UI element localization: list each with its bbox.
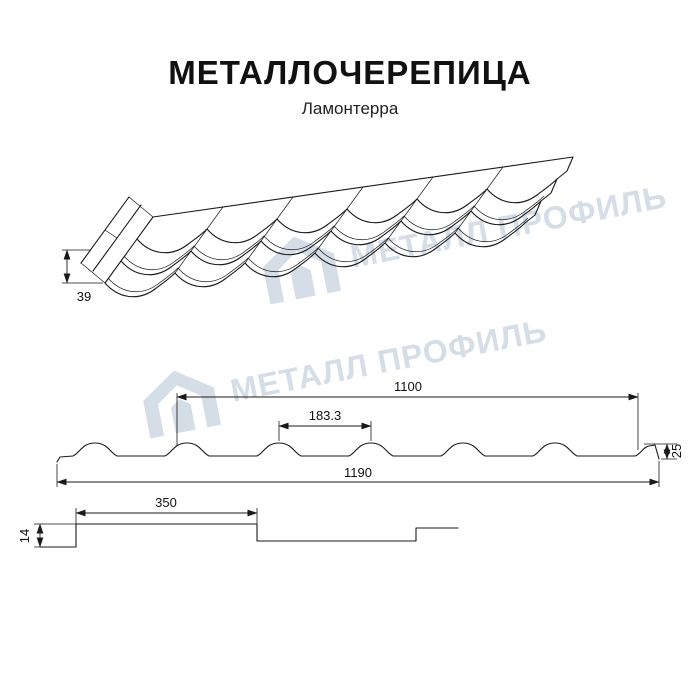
sheet-right-edge xyxy=(524,156,574,224)
cross-section-view: 1100 183.3 1190 25 xyxy=(56,379,684,487)
tile-row-edge-middle-inner xyxy=(123,195,545,270)
dim-module-label: 350 xyxy=(155,495,177,510)
eave-strip xyxy=(80,196,154,284)
page-subtitle: Ламонтерра xyxy=(302,99,399,118)
dim-height-label: 25 xyxy=(669,444,684,458)
dim-wavestep-extension-lines xyxy=(278,421,372,441)
profile-outline xyxy=(56,442,660,463)
wave-crest-lines xyxy=(174,166,504,274)
metall-profil-logo-icon xyxy=(143,370,222,439)
dim-step-label: 14 xyxy=(17,529,32,543)
dim-eave-height: 39 xyxy=(62,249,103,304)
dim-step-height: 14 xyxy=(17,523,76,548)
dim-fullwidth-label: 1190 xyxy=(344,465,372,480)
dim-cover-label: 1100 xyxy=(394,379,422,394)
logo-core-pentagon xyxy=(290,265,316,300)
dim-cover-width: 1100 xyxy=(176,379,639,450)
eave-strip-caps xyxy=(80,196,154,284)
watermark-text: МЕТАЛЛ ПРОФИЛЬ xyxy=(347,178,669,275)
dim-full-width: 1190 xyxy=(56,461,660,487)
dim-eave-label: 39 xyxy=(77,289,91,304)
step-profile-view: 350 14 xyxy=(17,495,459,548)
dim-cover-extension-lines xyxy=(176,393,639,450)
metall-profil-logo-icon xyxy=(263,236,342,305)
sheet-left-edge xyxy=(104,216,154,284)
watermark-text: МЕТАЛЛ ПРОФИЛЬ xyxy=(227,312,549,409)
page-title: МЕТАЛЛОЧЕРЕПИЦА xyxy=(168,54,531,91)
watermark-lower: МЕТАЛЛ ПРОФИЛЬ xyxy=(143,312,550,439)
tile-row-edge-front-inner xyxy=(107,217,529,292)
step-profile-outline xyxy=(39,523,459,548)
dim-module-extension-lines xyxy=(75,508,258,524)
perspective-view: 39 xyxy=(62,156,574,304)
dim-module-length: 350 xyxy=(75,495,258,524)
dim-wave-step: 183.3 xyxy=(278,408,372,441)
dim-profile-height: 25 xyxy=(644,443,684,460)
dim-wavestep-label: 183.3 xyxy=(309,408,342,423)
